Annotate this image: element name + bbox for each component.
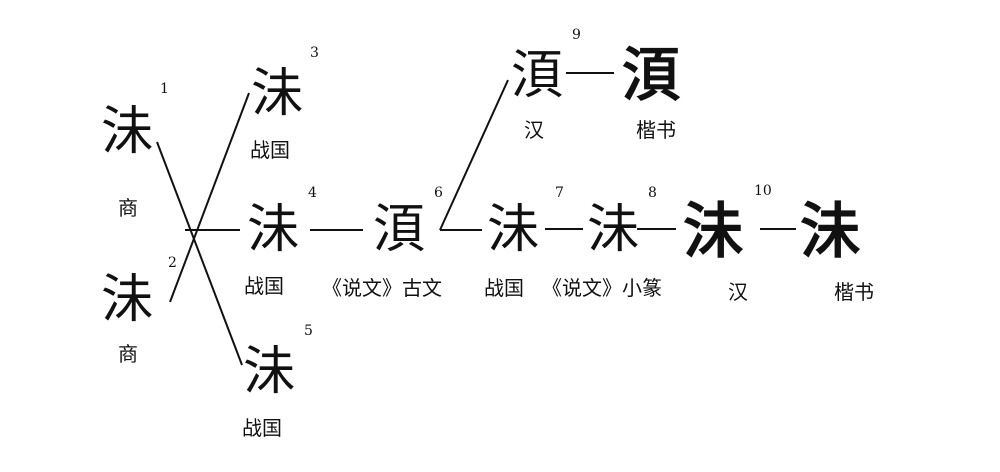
- glyph-8: 沬: [586, 200, 639, 260]
- node-number-6: 6: [434, 185, 443, 201]
- node-number-3: 3: [310, 45, 319, 61]
- node-number-4: 4: [308, 185, 317, 201]
- line-6-to-9: [439, 79, 509, 231]
- modern-glyph-xu: 湏: [622, 41, 681, 109]
- label-2: 商: [118, 342, 138, 366]
- node-number-1: 1: [160, 81, 169, 97]
- label-1: 商: [118, 196, 138, 220]
- glyph-9: 湏: [510, 46, 563, 106]
- label-4: 战国: [244, 274, 284, 298]
- label-10: 汉: [728, 280, 748, 304]
- modern-label-xu: 楷书: [636, 118, 676, 142]
- node-number-2: 2: [168, 255, 177, 271]
- label-5: 战国: [242, 416, 282, 440]
- line-1-to-5: [156, 141, 243, 366]
- label-3: 战国: [250, 138, 290, 162]
- glyph-1: 沬: [100, 102, 153, 162]
- node-number-5: 5: [304, 323, 313, 339]
- node-number-7: 7: [555, 185, 564, 201]
- glyph-4: 沬: [246, 200, 299, 260]
- line-2-to-3: [169, 92, 250, 303]
- modern-label-mei: 楷书: [834, 280, 874, 304]
- node-number-9: 9: [572, 27, 581, 43]
- label-9: 汉: [524, 118, 544, 142]
- modern-glyph-mei: 沬: [800, 197, 860, 267]
- glyph-5: 沬: [242, 342, 295, 402]
- glyph-6: 湏: [372, 200, 425, 260]
- glyph-7: 沬: [486, 200, 539, 260]
- glyph-10: 沬: [683, 197, 743, 267]
- label-8: 《说文》小篆: [542, 276, 662, 300]
- node-number-10: 10: [754, 183, 772, 199]
- node-number-8: 8: [648, 185, 657, 201]
- label-6: 《说文》古文: [322, 276, 442, 300]
- glyph-2: 沬: [100, 270, 153, 330]
- label-7: 战国: [484, 276, 524, 300]
- glyph-3: 沬: [250, 64, 303, 124]
